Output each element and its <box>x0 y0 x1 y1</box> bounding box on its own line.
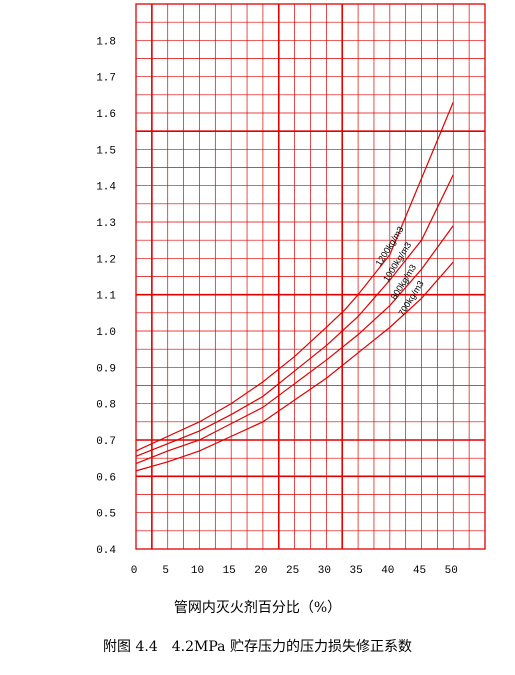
y-tick-label: 1.3 <box>96 218 116 230</box>
y-tick-label: 1.0 <box>96 327 116 339</box>
chart-series <box>135 101 454 472</box>
series-line-800kgm3 <box>135 225 454 465</box>
x-tick-label: 30 <box>318 565 331 577</box>
y-axis-ticks: 0.4 0.5 0.6 0.7 0.8 0.9 1.0 1.1 1.2 1.3 1.4 1.5 1.6 1… <box>96 36 116 557</box>
x-axis-ticks: 0 5 10 15 20 25 30 35 40 45 50 <box>131 565 458 577</box>
y-tick-label: 1.1 <box>96 291 116 303</box>
y-tick-label: 0.9 <box>96 363 116 375</box>
y-tick-label: 0.6 <box>96 472 116 484</box>
x-tick-label: 40 <box>381 565 394 577</box>
x-tick-label: 20 <box>254 565 267 577</box>
x-tick-label: 10 <box>191 565 204 577</box>
x-tick-label: 15 <box>223 565 236 577</box>
x-tick-label: 5 <box>162 565 169 577</box>
chart-grid <box>135 3 486 550</box>
y-tick-label: 1.5 <box>96 145 116 157</box>
y-tick-label: 1.2 <box>96 254 116 266</box>
series-line-700kgm3 <box>135 261 454 472</box>
y-tick-label: 0.7 <box>96 436 116 448</box>
series-line-1000kgm3 <box>135 174 454 457</box>
x-tick-label: 35 <box>349 565 362 577</box>
y-tick-label: 0.5 <box>96 509 116 521</box>
y-tick-label: 1.6 <box>96 109 116 121</box>
y-tick-label: 0.4 <box>96 545 116 557</box>
x-axis-label: 管网内灭火剂百分比（%） <box>173 600 342 616</box>
x-tick-label: 50 <box>445 565 458 577</box>
y-tick-label: 1.4 <box>96 182 116 194</box>
x-tick-label: 0 <box>131 565 138 577</box>
y-tick-label: 1.8 <box>96 36 116 48</box>
series-line-1200kgm3 <box>135 101 454 452</box>
x-tick-label: 25 <box>286 565 299 577</box>
y-tick-label: 0.8 <box>96 400 116 412</box>
x-tick-label: 45 <box>413 565 426 577</box>
figure-caption: 附图 4.4 4.2MPa 贮存压力的压力损失修正系数 <box>103 639 412 655</box>
y-tick-label: 1.7 <box>96 73 116 85</box>
